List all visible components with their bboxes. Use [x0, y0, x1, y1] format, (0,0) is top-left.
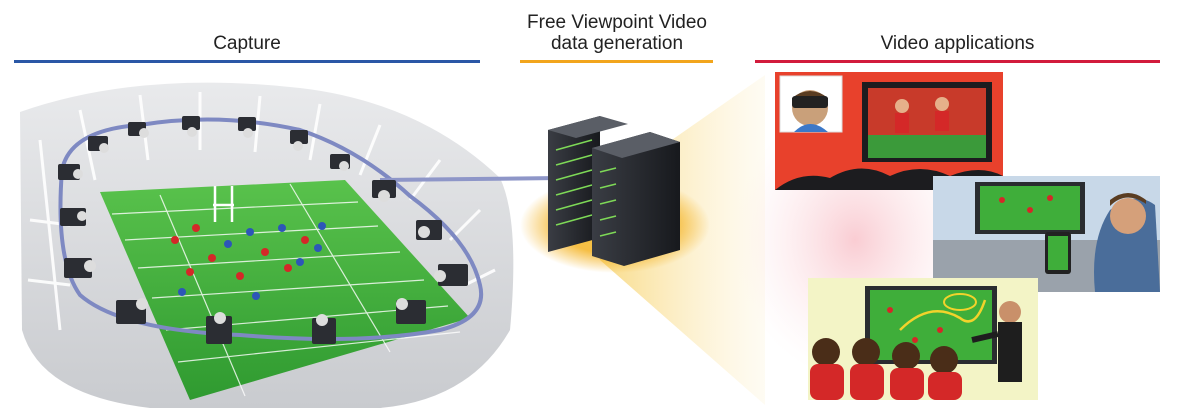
server-icon — [592, 132, 680, 266]
generation-title-line2: data generation — [550, 33, 684, 54]
camera-icon — [290, 130, 308, 151]
generation-divider — [520, 60, 713, 63]
players — [895, 97, 949, 133]
camera-icon — [128, 122, 149, 138]
players — [171, 222, 326, 300]
server-illustration — [520, 116, 710, 273]
applications-divider — [755, 60, 1160, 63]
players — [887, 307, 943, 343]
coach — [971, 301, 1022, 382]
smartphone-viewing-panel — [933, 176, 1160, 292]
camera-icon — [434, 264, 468, 286]
camera-icon — [416, 220, 442, 240]
capture-title: Capture — [213, 33, 281, 54]
audience-players — [810, 338, 962, 400]
camera-icon — [372, 180, 396, 202]
camera-icon — [88, 136, 109, 153]
data-link — [379, 176, 561, 182]
vr-viewing-panel — [775, 72, 1003, 190]
camera-icon — [396, 298, 426, 324]
vr-headset-icon — [792, 90, 828, 132]
camera-icon — [64, 258, 96, 278]
coaching-panel — [808, 278, 1038, 400]
camera-icon — [58, 164, 83, 180]
players — [999, 195, 1053, 213]
camera-icon — [182, 116, 200, 137]
camera-icon — [312, 314, 336, 344]
camera-group — [58, 116, 468, 344]
applications-title: Video applications — [880, 33, 1035, 54]
smartphone-icon — [1045, 232, 1071, 274]
goal-posts — [213, 186, 234, 222]
generation-title-line1: Free Viewpoint Video — [527, 12, 707, 33]
camera-icon — [116, 298, 148, 324]
generation-title: Free Viewpoint Video data generation — [505, 12, 729, 54]
camera-icon — [206, 312, 232, 344]
camera-icon — [238, 117, 256, 138]
rugby-pitch — [100, 180, 470, 400]
stadium-illustration — [20, 82, 561, 408]
camera-icon — [330, 154, 350, 171]
camera-icon — [60, 208, 87, 226]
capture-divider — [14, 60, 480, 63]
server-icon — [548, 116, 628, 252]
